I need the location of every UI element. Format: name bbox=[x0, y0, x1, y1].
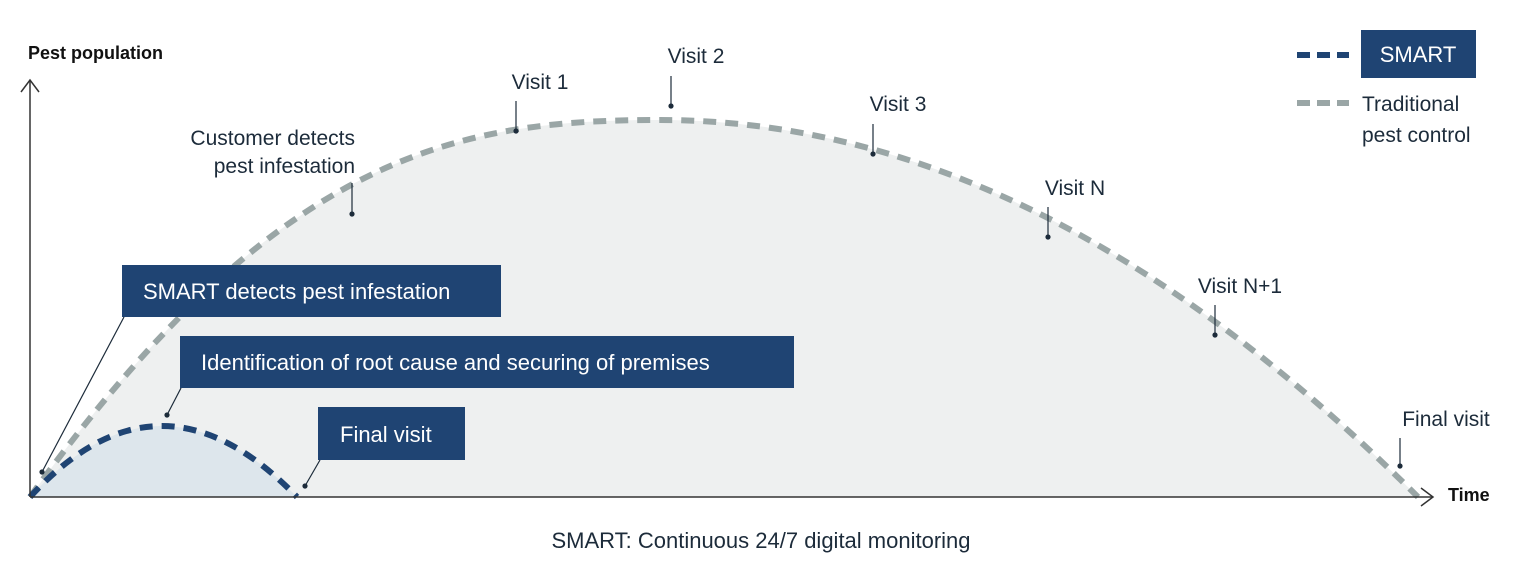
svg-text:Identification of root cause a: Identification of root cause and securin… bbox=[201, 350, 710, 375]
smart-curve bbox=[27, 423, 300, 500]
callout-smart-detects: SMART detects pest infestation bbox=[39, 265, 501, 475]
traditional-curve bbox=[27, 116, 1421, 500]
callout-identification: Identification of root cause and securin… bbox=[164, 336, 794, 418]
caption: SMART: Continuous 24/7 digital monitorin… bbox=[551, 528, 970, 553]
traditional-area bbox=[30, 120, 1418, 497]
svg-text:Visit N+1: Visit N+1 bbox=[1198, 275, 1282, 298]
svg-text:Visit 1: Visit 1 bbox=[512, 71, 569, 94]
smart-area bbox=[30, 426, 297, 497]
x-axis-label: Time bbox=[1448, 485, 1490, 505]
svg-text:Visit N: Visit N bbox=[1045, 177, 1105, 200]
svg-text:Visit 3: Visit 3 bbox=[870, 93, 927, 116]
label-traditional-final-visit: Final visit bbox=[1397, 408, 1490, 469]
legend-traditional-label-2: pest control bbox=[1362, 124, 1471, 147]
svg-text:SMART detects pest infestation: SMART detects pest infestation bbox=[143, 279, 450, 304]
svg-text:Final visit: Final visit bbox=[1402, 408, 1490, 431]
legend-smart-label: SMART bbox=[1380, 42, 1457, 67]
svg-text:Visit 2: Visit 2 bbox=[668, 45, 725, 68]
label-visit-2: Visit 2 bbox=[668, 45, 725, 109]
y-axis-arrow bbox=[20, 78, 40, 93]
svg-text:pest infestation: pest infestation bbox=[214, 155, 355, 178]
legend-smart-box bbox=[1361, 30, 1476, 78]
label-visit-n: Visit N bbox=[1045, 177, 1105, 240]
svg-text:Final visit: Final visit bbox=[340, 422, 432, 447]
callout-smart-final-visit: Final visit bbox=[302, 407, 465, 489]
label-visit-n-plus-1: Visit N+1 bbox=[1198, 275, 1282, 338]
label-customer-detects: Customer detects pest infestation bbox=[190, 127, 355, 217]
x-axis-arrow bbox=[1420, 487, 1435, 507]
y-axis-label: Pest population bbox=[28, 43, 163, 63]
legend: SMART Traditional pest control bbox=[1297, 30, 1476, 147]
svg-text:Customer detects: Customer detects bbox=[190, 127, 355, 150]
label-visit-1: Visit 1 bbox=[512, 71, 569, 134]
legend-traditional-label-1: Traditional bbox=[1362, 93, 1459, 116]
label-visit-3: Visit 3 bbox=[870, 93, 927, 157]
